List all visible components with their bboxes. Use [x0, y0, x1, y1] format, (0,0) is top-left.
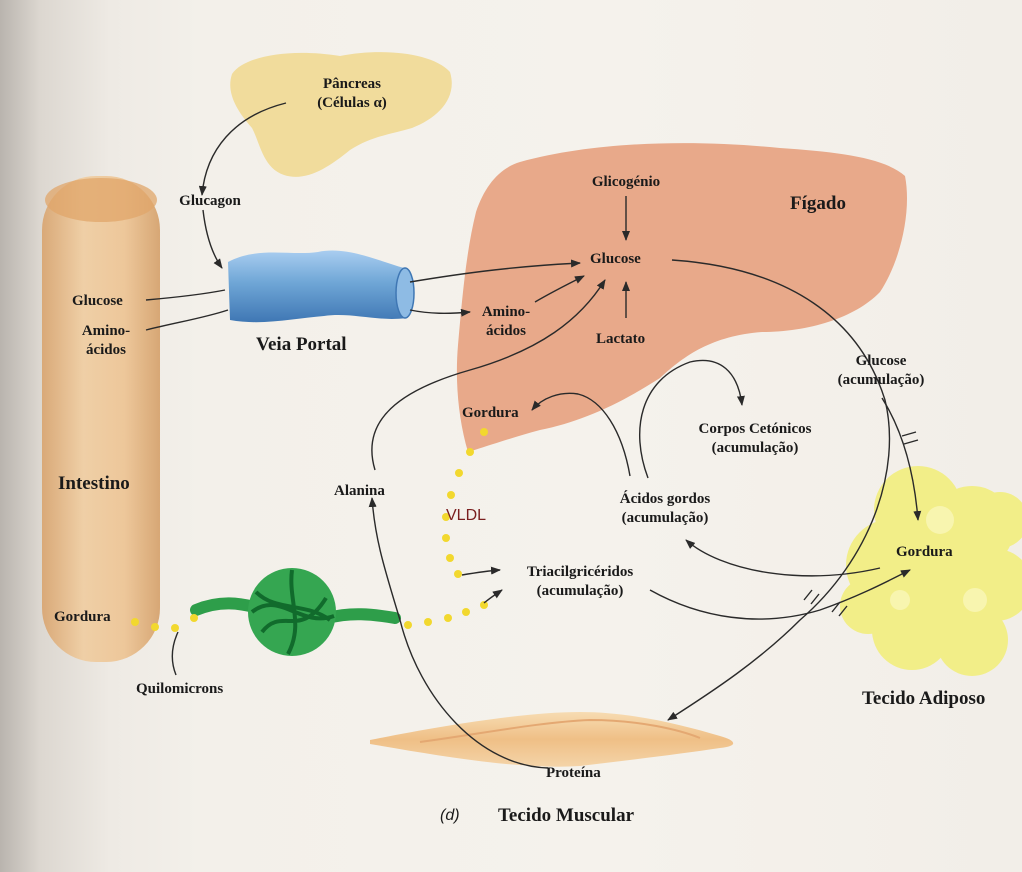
ketones-line2: (acumulação) [680, 439, 830, 458]
liver-amino-line1: Amino- [474, 303, 538, 322]
intestine-fat-label: Gordura [54, 608, 111, 627]
block-mark-1 [902, 432, 918, 444]
pancreas-label-line1: Pâncreas [292, 75, 412, 94]
glycogen-label: Glicogénio [586, 173, 666, 192]
block-mark-2 [804, 590, 819, 604]
glucose-accumulation-label: Glucose (acumulação) [818, 352, 944, 390]
lymph-vessel-shape [196, 568, 395, 656]
pancreas-label: Pâncreas (Células α) [292, 75, 412, 113]
triacylglycerides-label: Triacilgricéridos (acumulação) [505, 563, 655, 601]
adipose-label: Tecido Adiposo [862, 688, 985, 710]
portal-vein-label: Veia Portal [256, 334, 347, 356]
arrow-vldl-triacyl [462, 570, 500, 575]
pancreas-label-line2: (Células α) [292, 94, 412, 113]
ketones-label: Corpos Cetónicos (acumulação) [680, 420, 830, 458]
arrow-dots-triacyl [484, 590, 502, 603]
arrow-glucagon-vein [203, 210, 222, 268]
intestine-amino-label: Amino- ácidos [72, 322, 140, 360]
chylomicrons-label: Quilomicrons [136, 680, 223, 699]
ketones-line1: Corpos Cetónicos [680, 420, 830, 439]
triacyl-line2: (acumulação) [505, 582, 655, 601]
glucose-liver-label: Glucose [590, 250, 641, 269]
line-chylomicrons [172, 632, 178, 675]
portal-vein-shape [228, 251, 406, 323]
muscle-shape [370, 712, 733, 767]
glucagon-label: Glucagon [170, 192, 250, 211]
glucose-acc-line2: (acumulação) [818, 371, 944, 390]
pancreas-shape [230, 52, 452, 177]
liver-fat-label: Gordura [462, 404, 519, 423]
liver-amino-line2: ácidos [474, 322, 538, 341]
muscle-label: Tecido Muscular [498, 805, 634, 827]
liver-shape [457, 143, 907, 452]
intestine-amino-line2: ácidos [72, 341, 140, 360]
adipose-fat-label: Gordura [896, 543, 953, 562]
intestine-label: Intestino [58, 473, 130, 495]
lactate-label: Lactato [596, 330, 645, 349]
fatty-acids-line2: (acumulação) [600, 509, 730, 528]
vldl-label: VLDL [446, 506, 486, 525]
protein-label: Proteína [546, 764, 601, 783]
intestine-shape [42, 176, 160, 662]
liver-label: Fígado [790, 193, 846, 215]
liver-amino-label: Amino- ácidos [474, 303, 538, 341]
fatty-acids-line1: Ácidos gordos [600, 490, 730, 509]
triacyl-line1: Triacilgricéridos [505, 563, 655, 582]
glucose-acc-line1: Glucose [818, 352, 944, 371]
panel-label: (d) [440, 806, 460, 825]
fatty-acids-label: Ácidos gordos (acumulação) [600, 490, 730, 528]
intestine-amino-line1: Amino- [72, 322, 140, 341]
arrow-vein-amino [410, 310, 470, 313]
intestine-glucose-label: Glucose [72, 292, 123, 311]
alanine-label: Alanina [334, 482, 385, 501]
